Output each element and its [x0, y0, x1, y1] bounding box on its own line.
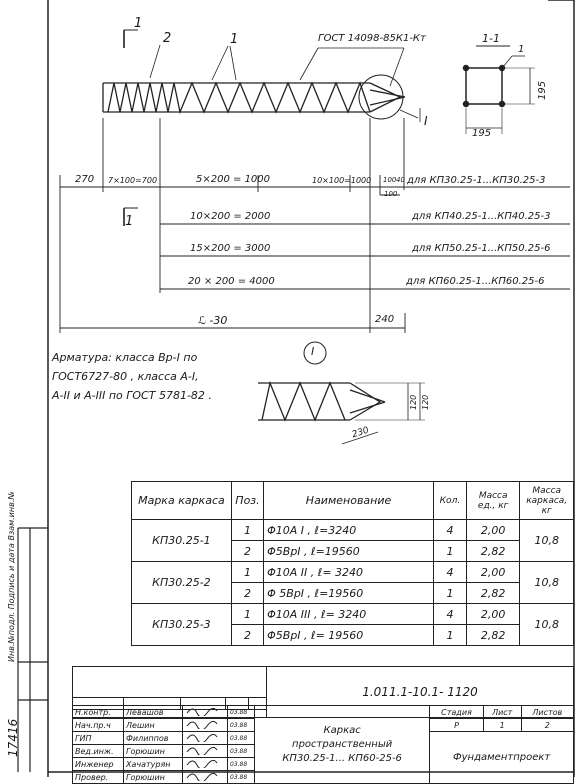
- detail-mark: I: [311, 345, 315, 358]
- header-name: Наименование: [263, 481, 434, 520]
- spec-qty-cell: 1: [432, 624, 467, 646]
- spec-name-cell: Φ5ВрI , ℓ= 19560: [263, 624, 434, 646]
- section-label: 1-1: [482, 32, 500, 45]
- dim-10x200: 10×200 = 2000: [190, 211, 271, 222]
- specification-table: Марка каркаса Поз. Наименование Кол. Мас…: [131, 481, 574, 646]
- spiral-zigzag: [107, 81, 371, 115]
- section-dim-horizontal: 195: [472, 128, 492, 139]
- organization-cell: Фундаментпроект: [429, 731, 574, 784]
- spec-mass-cell: 2,82: [465, 624, 521, 646]
- spec-total-cell: 10,8: [519, 561, 574, 604]
- section-square: [465, 67, 503, 105]
- drawing-title-line: Каркас: [323, 724, 361, 736]
- header-unit-mass: Масса ед., кг: [465, 481, 521, 520]
- detail-circle: [358, 74, 404, 120]
- dimension-lines: [59, 118, 570, 333]
- spec-total-cell: 10,8: [519, 519, 574, 562]
- spec-total-cell: 10,8: [519, 603, 574, 646]
- note-line-2: ГОСТ6727-80 , класса А-I,: [52, 370, 199, 383]
- dim-7x100: 7×100=700: [108, 176, 158, 185]
- dim-240: 240: [375, 314, 395, 325]
- callout-1: 1: [134, 16, 143, 31]
- dim-100: 100: [383, 176, 397, 184]
- drawing-title-line: пространственный: [292, 738, 393, 750]
- dim-5x200: 5×200 = 1000: [196, 174, 271, 185]
- drawing-title-line: КП30.25-1... КП60-25-6: [282, 752, 402, 764]
- header-pos: Поз.: [230, 481, 265, 520]
- row4-applies-to: для КП60.25-1...КП60.25-6: [406, 276, 545, 287]
- callout-1c: 1: [125, 214, 134, 229]
- spec-mark-cell: КП30.25-3: [131, 603, 232, 646]
- dim-40: 40: [396, 176, 405, 184]
- dim-100b: 100: [384, 190, 398, 198]
- tb-stamp-left: [72, 666, 267, 698]
- row2-applies-to: для КП40.25-1...КП40.25-3: [412, 211, 551, 222]
- detail-view: [258, 341, 425, 445]
- callout-2: 2: [163, 31, 172, 46]
- note-line-3: А-II и А-III по ГОСТ 5781-82 .: [52, 389, 212, 402]
- dim-L: ℒ -30: [198, 314, 228, 327]
- header-mark: Марка каркаса: [131, 481, 232, 520]
- row3-applies-to: для КП50.25-1...КП50.25-6: [412, 243, 551, 254]
- callout-1b: 1: [230, 32, 239, 47]
- header-total-mass: Масса каркаса, кг: [519, 481, 574, 520]
- gost-label: ГОСТ 14098-85К1-Кт: [318, 33, 426, 44]
- main-elevation: [102, 29, 419, 226]
- dim-20x200: 20 × 200 = 4000: [188, 276, 275, 287]
- spec-header-row: Марка каркаса Поз. Наименование Кол. Мас…: [131, 481, 574, 520]
- note-line-1: Арматура: класса Вр-I по: [52, 351, 198, 364]
- tip-taper: [369, 82, 402, 113]
- dim-10x100: 10×100=1000: [312, 176, 372, 185]
- section-callout-1: 1: [518, 44, 525, 55]
- dim-270: 270: [75, 174, 95, 185]
- dim-15x200: 15×200 = 3000: [190, 243, 271, 254]
- detail-callout: I: [424, 114, 428, 128]
- section-1-1: [419, 45, 535, 134]
- spec-pos-cell: 2: [230, 624, 265, 646]
- row1-applies-to: для КП30.25-1...КП30.25-3: [407, 175, 546, 186]
- rebar-note: Арматура: класса Вр-I по ГОСТ6727-80 , к…: [52, 348, 212, 405]
- spec-mark-cell: КП30.25-2: [131, 561, 232, 604]
